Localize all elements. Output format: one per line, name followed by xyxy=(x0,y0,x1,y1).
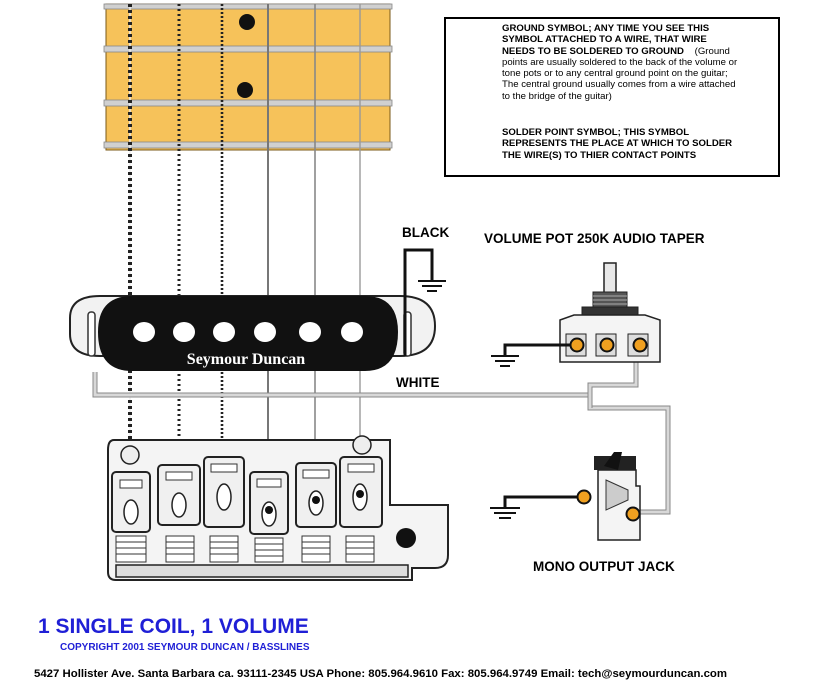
saddle xyxy=(111,471,151,563)
pole-piece xyxy=(254,322,276,342)
bridge-base-rail xyxy=(115,564,409,578)
legend-ground-note: to the bridge of the guitar) xyxy=(502,90,612,102)
saddle xyxy=(339,456,383,563)
pot-shaft xyxy=(603,262,617,294)
pole-piece xyxy=(173,322,195,342)
solder-point xyxy=(576,489,592,505)
white-wire-label: WHITE xyxy=(396,375,440,390)
saddle xyxy=(203,456,245,563)
jack-body xyxy=(597,469,641,541)
output-jack-label: MONO OUTPUT JACK xyxy=(533,559,675,574)
volume-pot-label: VOLUME POT 250K AUDIO TAPER xyxy=(484,231,705,246)
legend-ground-line: SYMBOL ATTACHED TO A WIRE, THAT WIRE xyxy=(502,34,707,46)
contact-address: 5427 Hollister Ave. Santa Barbara ca. 93… xyxy=(34,668,728,680)
fret-2 xyxy=(103,45,393,53)
legend-ground-note: (Ground xyxy=(694,45,730,57)
saddle xyxy=(295,462,337,563)
output-jack xyxy=(576,452,641,541)
fret-marker-dot xyxy=(237,82,253,98)
legend-ground-line: GROUND SYMBOL; ANY TIME YOU SEE THIS xyxy=(502,23,710,34)
pickup-brand: Seymour Duncan xyxy=(187,351,305,368)
pole-piece xyxy=(213,322,235,342)
volume-pot xyxy=(559,262,661,363)
mount-hole xyxy=(87,311,96,357)
copyright-line: COPYRIGHT 2001 SEYMOUR DUNCAN / BASSLINE… xyxy=(60,642,310,653)
pole-piece xyxy=(133,322,155,342)
legend-solder-line: THE WIRE(S) TO THIER CONTACT POINTS xyxy=(502,149,697,161)
pole-piece xyxy=(299,322,321,342)
legend-solder-line: SOLDER POINT SYMBOL; THIS SYMBOL xyxy=(502,127,690,138)
fretboard xyxy=(103,3,393,151)
ground-icon xyxy=(491,355,519,367)
fret-1 xyxy=(103,3,393,10)
ground-icon xyxy=(490,507,520,519)
strings xyxy=(128,4,361,512)
bridge-saddles xyxy=(111,456,383,563)
legend-ground-line: NEEDS TO BE SOLDERED TO GROUND xyxy=(502,45,684,57)
legend-ground-note: tone pots or to any central ground point… xyxy=(502,68,728,80)
diagram-title: 1 SINGLE COIL, 1 VOLUME xyxy=(38,615,309,638)
black-wire xyxy=(403,248,446,356)
legend-ground-note: points are usually soldered to the back … xyxy=(502,56,738,68)
jack-tab xyxy=(604,452,622,470)
single-coil-pickup: Seymour Duncan xyxy=(69,295,437,371)
fret-marker-dot xyxy=(239,14,255,30)
pickup-cover xyxy=(98,296,398,371)
legend-solder-line: REPRESENTS THE PLACE AT WHICH TO SOLDER xyxy=(502,138,733,150)
pole-piece xyxy=(341,322,363,342)
saddle xyxy=(157,464,201,563)
bridge-screw-hole xyxy=(396,528,416,548)
legend-ground-text: GROUND SYMBOL; ANY TIME YOU SEE THIS SYM… xyxy=(502,23,776,102)
fret-3 xyxy=(103,99,393,107)
solder-point xyxy=(599,337,615,353)
saddle xyxy=(249,471,289,563)
solder-point xyxy=(625,506,641,522)
legend-ground-note: The central ground usually comes from a … xyxy=(502,79,736,91)
legend-solder-text: SOLDER POINT SYMBOL; THIS SYMBOL REPRESE… xyxy=(502,127,776,161)
legend xyxy=(444,17,780,177)
black-wire-label: BLACK xyxy=(402,225,449,240)
solder-point xyxy=(632,337,648,353)
fret-4 xyxy=(103,141,393,149)
solder-point xyxy=(569,337,585,353)
